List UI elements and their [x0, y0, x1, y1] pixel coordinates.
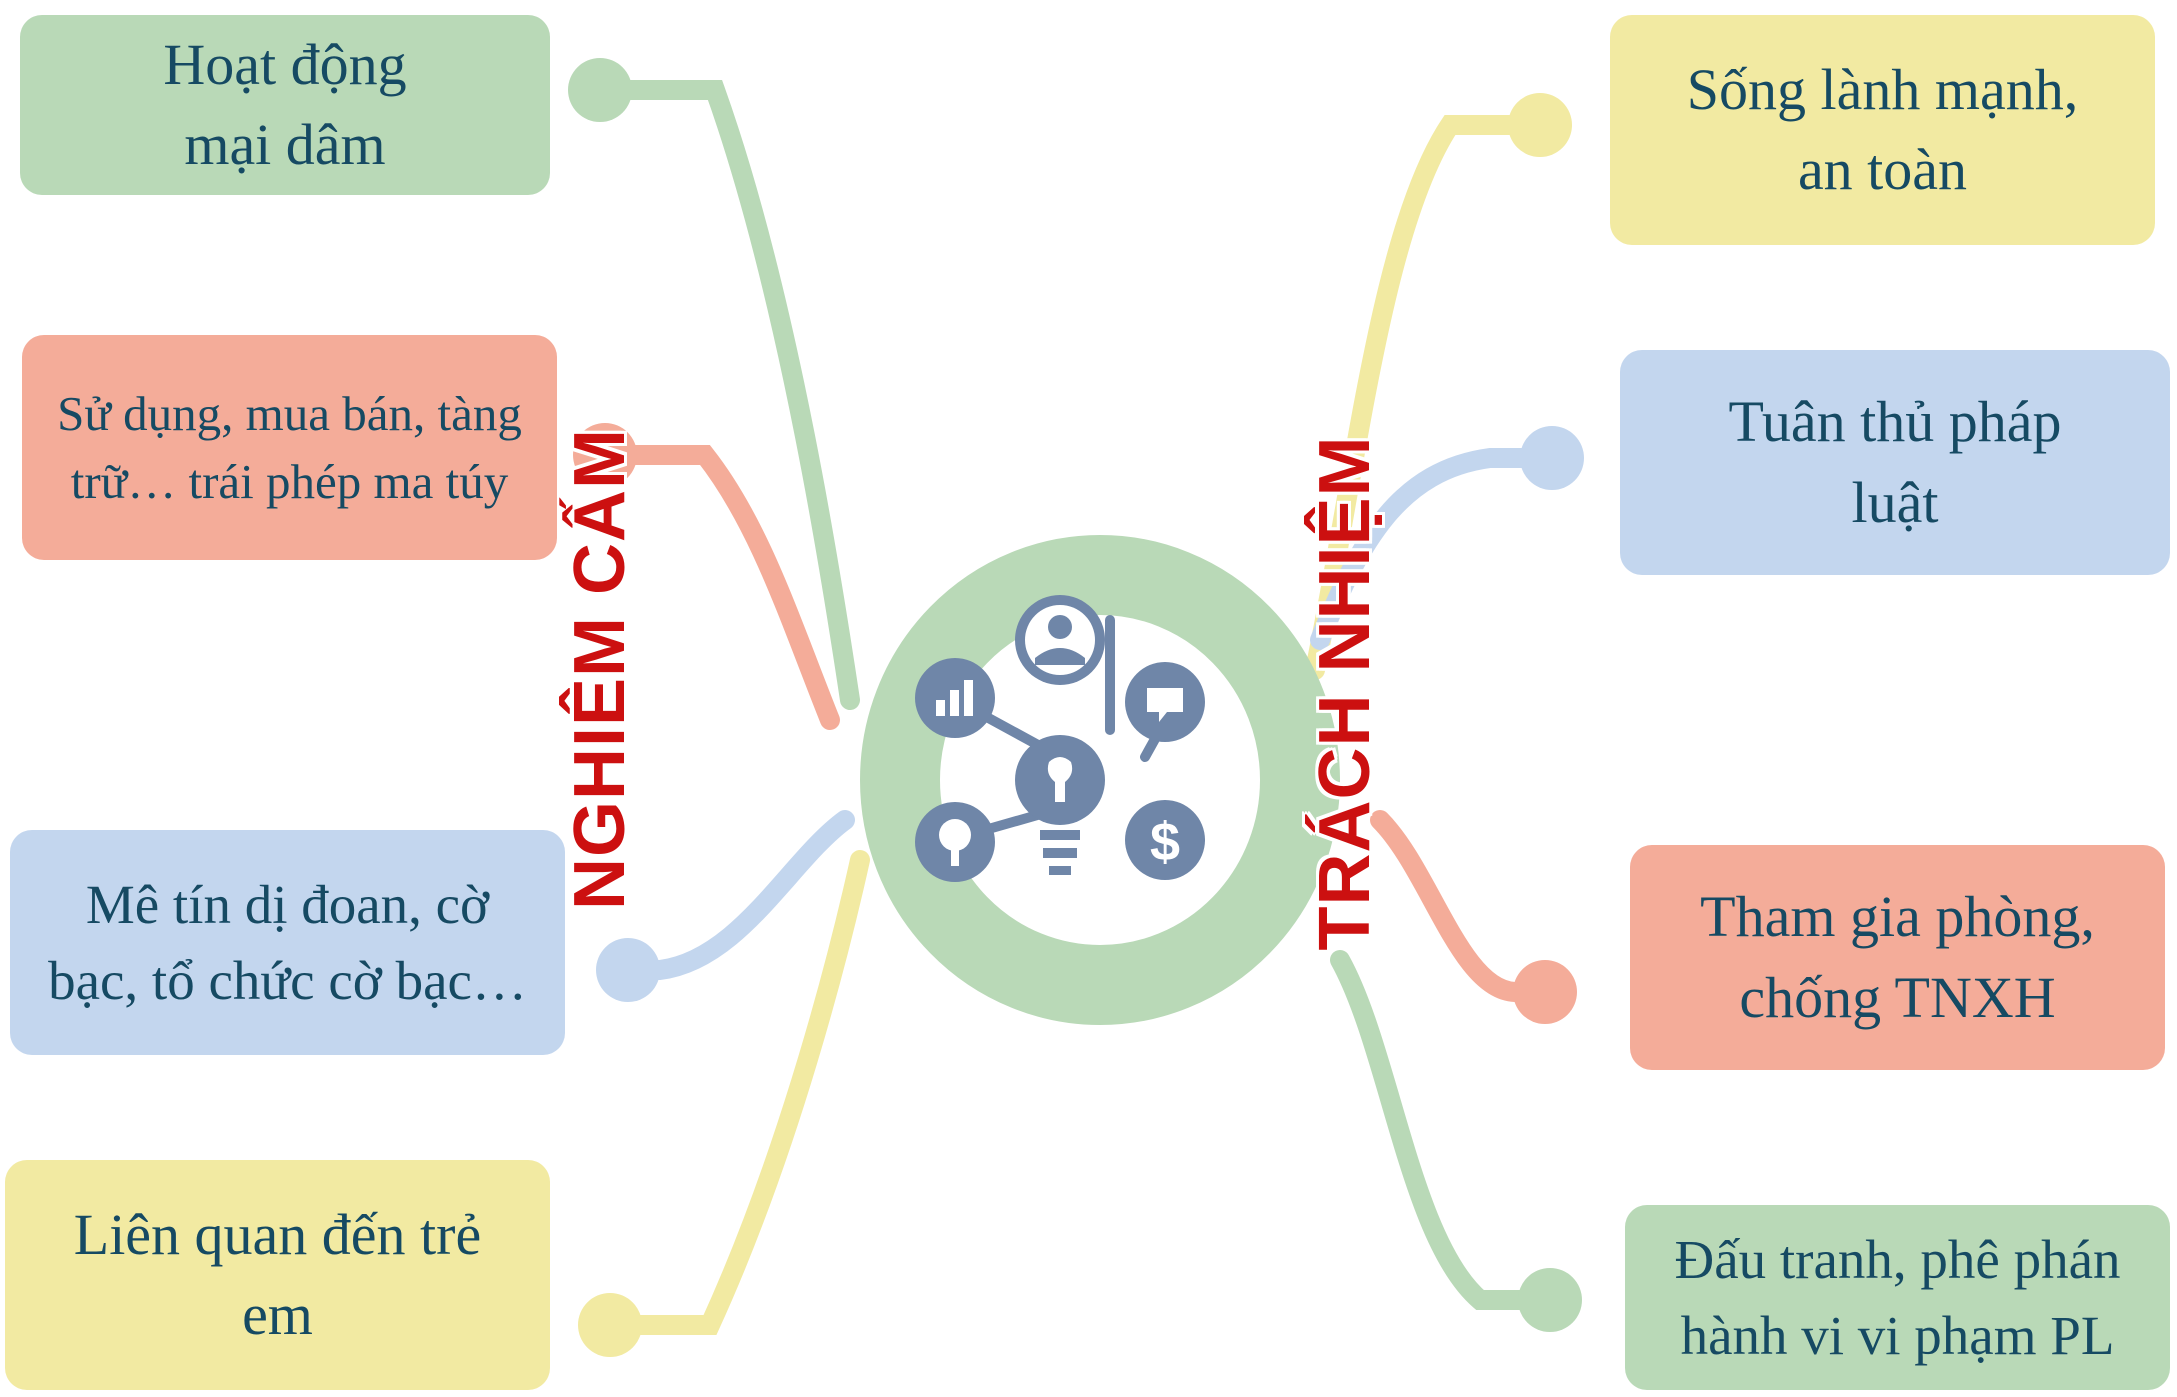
- right-vertical-label: TRÁCH NHIỆM: [1305, 435, 1385, 951]
- right-item-1-line-2: an toàn: [1797, 137, 1968, 202]
- left-item-3: Mê tín dị đoan, cờ bạc, tổ chức cờ bạc…: [10, 830, 565, 1055]
- connector-dot: [596, 938, 660, 1002]
- connector-left-2: [595, 445, 840, 730]
- right-item-1: Sống lành mạnh, an toàn: [1610, 15, 2155, 245]
- right-item-4: Đấu tranh, phê phán hành vi vi phạm PL: [1625, 1205, 2170, 1390]
- right-item-3-line-2: chống TNXH: [1739, 964, 2056, 1030]
- right-item-2-line-2: luật: [1851, 469, 1939, 535]
- connector-left-1: [590, 80, 860, 710]
- right-item-4-line-2: hành vi vi phạm PL: [1680, 1304, 2115, 1366]
- user-icon: [1015, 595, 1105, 685]
- connector-dot: [1513, 960, 1577, 1024]
- connector-dot: [573, 423, 637, 487]
- left-item-2: Sử dụng, mua bán, tàng trữ… trái phép ma…: [22, 335, 557, 560]
- left-item-4: Liên quan đến trẻ em: [5, 1160, 550, 1390]
- connector-dot: [1520, 426, 1584, 490]
- connector-dot: [1508, 93, 1572, 157]
- connector-dot: [1518, 1268, 1582, 1332]
- connector-right-4: [1330, 950, 1560, 1310]
- right-item-1-line-1: Sống lành mạnh,: [1686, 56, 2079, 122]
- left-item-2-line-2: trữ… trái phép ma túy: [70, 453, 509, 509]
- left-item-4-line-1: Liên quan đến trẻ: [73, 1201, 482, 1267]
- svg-text:$: $: [1150, 812, 1180, 872]
- left-item-3-line-2: bạc, tổ chức cờ bạc…: [48, 949, 527, 1011]
- connector-right-3: [1370, 810, 1555, 1002]
- connector-dot: [578, 1293, 642, 1357]
- right-item-2-line-1: Tuân thủ pháp: [1728, 389, 2062, 455]
- connector-dots: [568, 58, 1584, 1357]
- speech-bubble-icon: [1125, 662, 1205, 742]
- right-item-2: Tuân thủ pháp luật: [1620, 350, 2170, 575]
- right-item-3: Tham gia phòng, chống TNXH: [1630, 845, 2165, 1070]
- left-item-3-line-1: Mê tín dị đoan, cờ: [85, 873, 490, 935]
- connector-left-4: [600, 850, 870, 1335]
- left-item-4-line-2: em: [242, 1282, 313, 1347]
- map-pin-icon: [915, 802, 995, 882]
- connector-dot: [568, 58, 632, 122]
- central-hub: $: [860, 535, 1340, 1025]
- lightbulb-icon: [1015, 735, 1105, 875]
- right-item-4-line-1: Đấu tranh, phê phán: [1674, 1228, 2121, 1290]
- connector-left-3: [618, 810, 855, 980]
- left-item-1: Hoạt động mại dâm: [20, 15, 550, 195]
- left-vertical-label: NGHIÊM CẤM: [560, 428, 640, 910]
- left-item-1-line-2: mại dâm: [184, 112, 386, 177]
- dollar-icon: $: [1125, 800, 1205, 880]
- bar-chart-icon: [915, 658, 995, 738]
- left-item-1-line-1: Hoạt động: [163, 31, 407, 97]
- left-item-2-line-1: Sử dụng, mua bán, tàng: [57, 385, 522, 441]
- connector-right-2: [1310, 448, 1562, 650]
- right-item-3-line-1: Tham gia phòng,: [1700, 884, 2095, 950]
- connector-right-1: [1305, 115, 1550, 680]
